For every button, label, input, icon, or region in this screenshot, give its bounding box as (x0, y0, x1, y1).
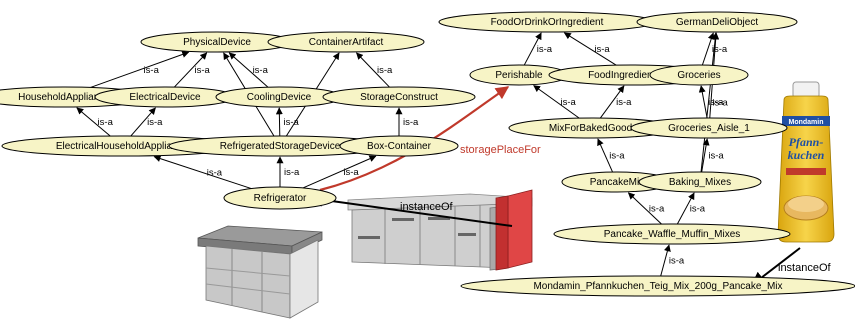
node-label: CoolingDevice (247, 92, 312, 103)
node-label: Box-Container (367, 141, 432, 152)
is-a-edge-Mondamin-to-PancakeWaffleMuffinMixes (660, 244, 671, 277)
is-a-edge-GroceriesAisle1-to-Groceries (698, 85, 708, 119)
node-Perishable: Perishable (469, 64, 569, 86)
is-a-edge-label: is-a (616, 97, 632, 108)
node-label: StorageConstruct (360, 92, 438, 103)
node-label: ContainerArtifact (309, 37, 384, 48)
node-label: FoodIngredientOnly (588, 70, 676, 81)
is-a-edge-MixForBakedGoods-to-FoodIngredientOnly (599, 85, 625, 119)
node-label: MixForBakedGoods (549, 123, 637, 134)
node-Mondamin: Mondamin_Pfannkuchen_Teig_Mix_200g_Panca… (460, 275, 855, 297)
is-a-edge-label: is-a (649, 203, 665, 214)
bottle-brand-text: Mondamin (789, 119, 824, 126)
is-a-edge-label: is-a (537, 44, 553, 55)
node-label: Groceries_Aisle_1 (668, 123, 750, 134)
is-a-edge-Refrigerator-to-BoxContainer (302, 155, 377, 189)
storage-place-for-label: storagePlaceFor (460, 144, 541, 156)
node-GroceriesAisle1: Groceries_Aisle_1 (630, 117, 788, 139)
is-a-edge-Refrigerator-to-ElectricalHouseholdAppliance (153, 155, 252, 190)
is-a-edge-BakingMixes-to-GermanDeliObject (700, 32, 719, 173)
is-a-edge-PancakeWaffleMuffinMixes-to-BakingMixes (676, 192, 695, 225)
is-a-edge-Groceries-to-GermanDeliObject (701, 32, 715, 66)
is-a-edge-MixForBakedGoods-to-Perishable (533, 85, 580, 119)
is-a-edge-StorageConstruct-to-ContainerArtifact (356, 52, 390, 88)
is-a-edge-label: is-a (207, 168, 223, 179)
is-a-edge-label: is-a (144, 65, 160, 76)
is-a-edge-ElectricalHouseholdAppliance-to-HouseholdAppliance (76, 107, 111, 137)
kitchen-counter-image (197, 225, 323, 319)
node-FoodOrDrinkOrIngredient: FoodOrDrinkOrIngredient (438, 11, 656, 33)
is-a-edge-label: is-a (669, 255, 685, 266)
is-a-edge-label: is-a (712, 44, 728, 55)
is-a-edge-label: is-a (708, 97, 724, 108)
is-a-edge-HouseholdAppliance-to-PhysicalDevice (90, 51, 190, 88)
node-BakingMixes: Baking_Mixes (638, 171, 762, 193)
node-GermanDeliObject: GermanDeliObject (636, 11, 798, 33)
is-a-edge-label: is-a (377, 65, 393, 76)
is-a-edge-label: is-a (343, 167, 359, 178)
is-a-edge-label: is-a (609, 151, 625, 162)
node-label: Refrigerator (254, 193, 307, 204)
node-label: HouseholdAppliance (18, 92, 110, 103)
node-BoxContainer: Box-Container (339, 135, 459, 157)
is-a-edge-BakingMixes-to-GroceriesAisle1 (701, 138, 710, 173)
node-label: RefrigeratedStorageDevice (220, 141, 341, 152)
bottle-title-text: Pfann- (789, 135, 824, 149)
is-a-edge-label: is-a (560, 97, 576, 108)
is-a-edge-label: is-a (708, 151, 724, 162)
node-PancakeWaffleMuffinMixes: Pancake_Waffle_Muffin_Mixes (553, 223, 791, 245)
instance-of-fridge-label: instanceOf (400, 201, 454, 213)
node-label: PhysicalDevice (183, 37, 251, 48)
is-a-edge-label: is-a (284, 117, 300, 128)
is-a-edge-label: is-a (594, 44, 610, 55)
pancake-mix-bottle-image: Mondamin Pfann- kuchen (777, 81, 835, 243)
instance-of-fridge-arrow (308, 192, 513, 227)
is-a-edge-RefrigeratedStorageDevice-to-CoolingDevice (275, 107, 283, 137)
is-a-edge-label: is-a (195, 65, 211, 76)
is-a-edge-PancakeWaffleMuffinMixes-to-PancakeMix (627, 192, 662, 225)
is-a-edge-FoodIngredientOnly-to-FoodOrDrinkOrIngredient (563, 32, 617, 66)
is-a-edge-label: is-a (403, 117, 419, 128)
node-ElectricalDevice: ElectricalDevice (94, 86, 236, 108)
node-StorageConstruct: StorageConstruct (322, 86, 476, 108)
node-label: PancakeMix (590, 177, 644, 188)
node-label: Baking_Mixes (669, 177, 731, 188)
is-a-edge-label: is-a (690, 203, 706, 214)
instance-of-product-label: instanceOf (778, 262, 832, 274)
node-label: GermanDeliObject (676, 17, 758, 28)
is-a-edge-CoolingDevice-to-PhysicalDevice (228, 52, 269, 88)
is-a-edge-label: is-a (253, 65, 269, 76)
node-label: Pancake_Waffle_Muffin_Mixes (604, 229, 741, 240)
node-label: Mondamin_Pfannkuchen_Teig_Mix_200g_Panca… (533, 281, 782, 292)
is-a-edge-label: is-a (284, 167, 300, 178)
svg-text:kuchen: kuchen (788, 148, 825, 162)
node-label: Perishable (495, 70, 543, 81)
node-Groceries: Groceries (649, 64, 749, 86)
is-a-edge-ElectricalHouseholdAppliance-to-ElectricalDevice (130, 107, 156, 137)
is-a-edge-label: is-a (98, 117, 114, 128)
is-a-edge-PancakeMix-to-MixForBakedGoods (597, 138, 614, 173)
is-a-edge-ElectricalDevice-to-PhysicalDevice (174, 52, 208, 88)
is-a-edge-label: is-a (147, 117, 163, 128)
node-label: Groceries (677, 70, 720, 81)
node-label: ElectricalHouseholdAppliance (56, 141, 189, 152)
node-label: FoodOrDrinkOrIngredient (491, 17, 604, 28)
node-Refrigerator: Refrigerator (223, 186, 337, 210)
node-label: ElectricalDevice (129, 92, 201, 103)
is-a-edge-label: is-a (712, 98, 728, 109)
is-a-edge-Perishable-to-FoodOrDrinkOrIngredient (523, 32, 542, 66)
node-ContainerArtifact: ContainerArtifact (267, 31, 425, 53)
